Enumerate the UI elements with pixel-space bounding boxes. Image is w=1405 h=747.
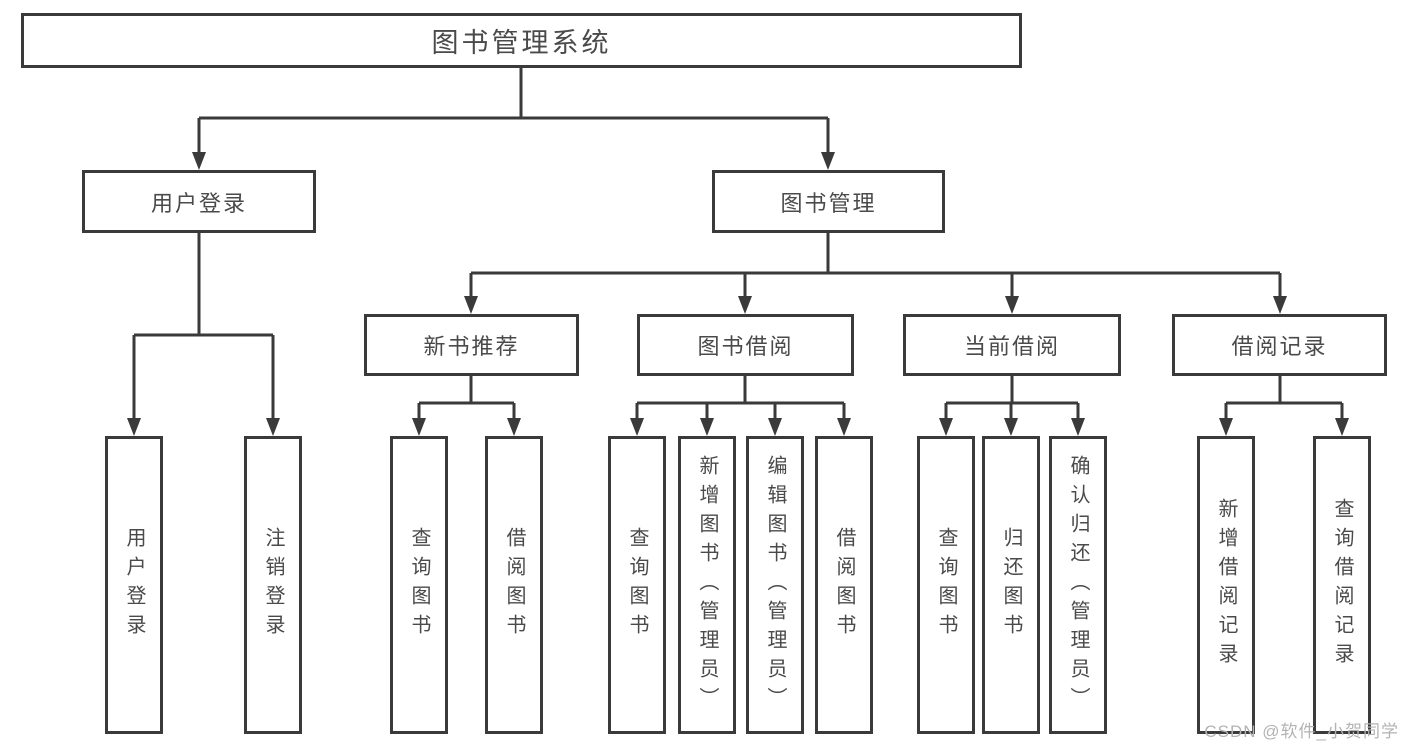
node-current-borrowing: 当前借阅 xyxy=(903,314,1121,376)
leaf-current-query-books: 查询图书 xyxy=(917,436,975,734)
node-label: 借阅图书 xyxy=(503,527,525,643)
node-label: 图书借阅 xyxy=(697,334,794,359)
node-label: 当前借阅 xyxy=(963,334,1060,359)
node-label: 新增借阅记录 xyxy=(1215,498,1237,672)
node-label: 查询借阅记录 xyxy=(1331,498,1353,672)
node-label: 确认归还（管理员） xyxy=(1067,454,1089,716)
node-label: 查询图书 xyxy=(935,527,957,643)
node-user-login: 用户登录 xyxy=(82,170,316,233)
node-library-management-system: 图书管理系统 xyxy=(21,13,1022,68)
node-borrowing-records: 借阅记录 xyxy=(1172,314,1387,376)
node-label: 用户登录 xyxy=(150,190,247,216)
node-label: 新增图书（管理员） xyxy=(696,454,718,716)
node-new-book-recommendation: 新书推荐 xyxy=(364,314,579,376)
leaf-logout: 注销登录 xyxy=(244,436,302,734)
leaf-borrow-query-books: 查询图书 xyxy=(608,436,666,734)
leaf-records-add-record: 新增借阅记录 xyxy=(1197,436,1255,734)
node-label: 查询图书 xyxy=(626,527,648,643)
node-label: 借阅图书 xyxy=(833,527,855,643)
node-label: 用户登录 xyxy=(123,527,145,643)
node-label: 注销登录 xyxy=(262,527,284,643)
node-label: 查询图书 xyxy=(408,527,430,643)
node-book-management: 图书管理 xyxy=(712,170,945,233)
node-book-borrowing: 图书借阅 xyxy=(637,314,854,376)
node-label: 归还图书 xyxy=(1000,527,1022,643)
node-label: 借阅记录 xyxy=(1231,334,1328,359)
leaf-borrow-add-books-admin: 新增图书（管理员） xyxy=(678,436,736,734)
leaf-recommend-query-books: 查询图书 xyxy=(390,436,448,734)
leaf-current-return-books: 归还图书 xyxy=(982,436,1040,734)
leaf-borrow-edit-books-admin: 编辑图书（管理员） xyxy=(746,436,804,734)
node-label: 新书推荐 xyxy=(423,334,520,359)
leaf-current-confirm-return-admin: 确认归还（管理员） xyxy=(1049,436,1107,734)
leaf-borrow-borrow-books: 借阅图书 xyxy=(815,436,873,734)
csdn-watermark: CSDN @软件_小贺同学 xyxy=(1204,722,1399,741)
node-label: 图书管理 xyxy=(780,190,877,216)
node-label: 编辑图书（管理员） xyxy=(764,454,786,716)
node-label: 图书管理系统 xyxy=(431,28,612,58)
leaf-records-query-record: 查询借阅记录 xyxy=(1313,436,1371,734)
leaf-recommend-borrow-books: 借阅图书 xyxy=(485,436,543,734)
leaf-user-login: 用户登录 xyxy=(105,436,163,734)
